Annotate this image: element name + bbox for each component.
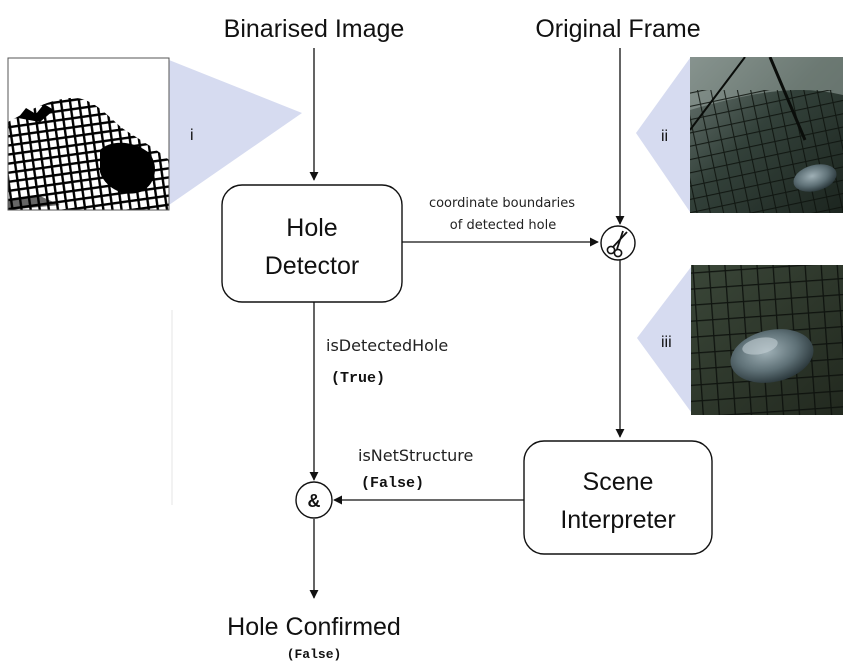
scene-interpreter-block: Scene Interpreter (523, 440, 713, 555)
hole-confirmed-label: Hole Confirmed (227, 613, 401, 641)
scene-interpreter-line-2: Interpreter (560, 506, 675, 534)
coordinates-label-line-2: of detected hole (450, 218, 556, 233)
is-detected-hole-value: (True) (331, 370, 385, 387)
original-frame-label: Original Frame (535, 15, 700, 43)
binarised-image-border (7, 57, 170, 211)
and-operator: & (295, 481, 333, 519)
hole-detector-line-2: Detector (265, 252, 359, 280)
original-frame-panel (690, 57, 843, 213)
callout-wedge-i (169, 60, 302, 205)
callout-wedge-iii (637, 267, 691, 412)
coordinates-label-line-1: coordinate boundaries (429, 196, 575, 211)
is-net-structure-label: isNetStructure (358, 446, 473, 465)
cropped-hole-panel (691, 265, 843, 415)
and-symbol: & (308, 491, 321, 511)
scene-interpreter-line-1: Scene (583, 468, 654, 496)
scissors-icon (600, 225, 636, 261)
panel-label-iii: iii (661, 334, 672, 351)
binarised-image-panel (8, 58, 169, 210)
hole-detector-line-1: Hole (286, 214, 337, 242)
panel-label-i: i (190, 127, 194, 144)
hole-confirmed-value: (False) (287, 647, 342, 662)
callout-wedge-ii (636, 58, 690, 212)
is-detected-hole-label: isDetectedHole (326, 336, 448, 355)
hole-detector-block: Hole Detector (221, 184, 403, 303)
panel-label-ii: ii (661, 128, 668, 145)
binarised-image-label: Binarised Image (224, 15, 405, 43)
is-net-structure-value: (False) (361, 475, 424, 492)
